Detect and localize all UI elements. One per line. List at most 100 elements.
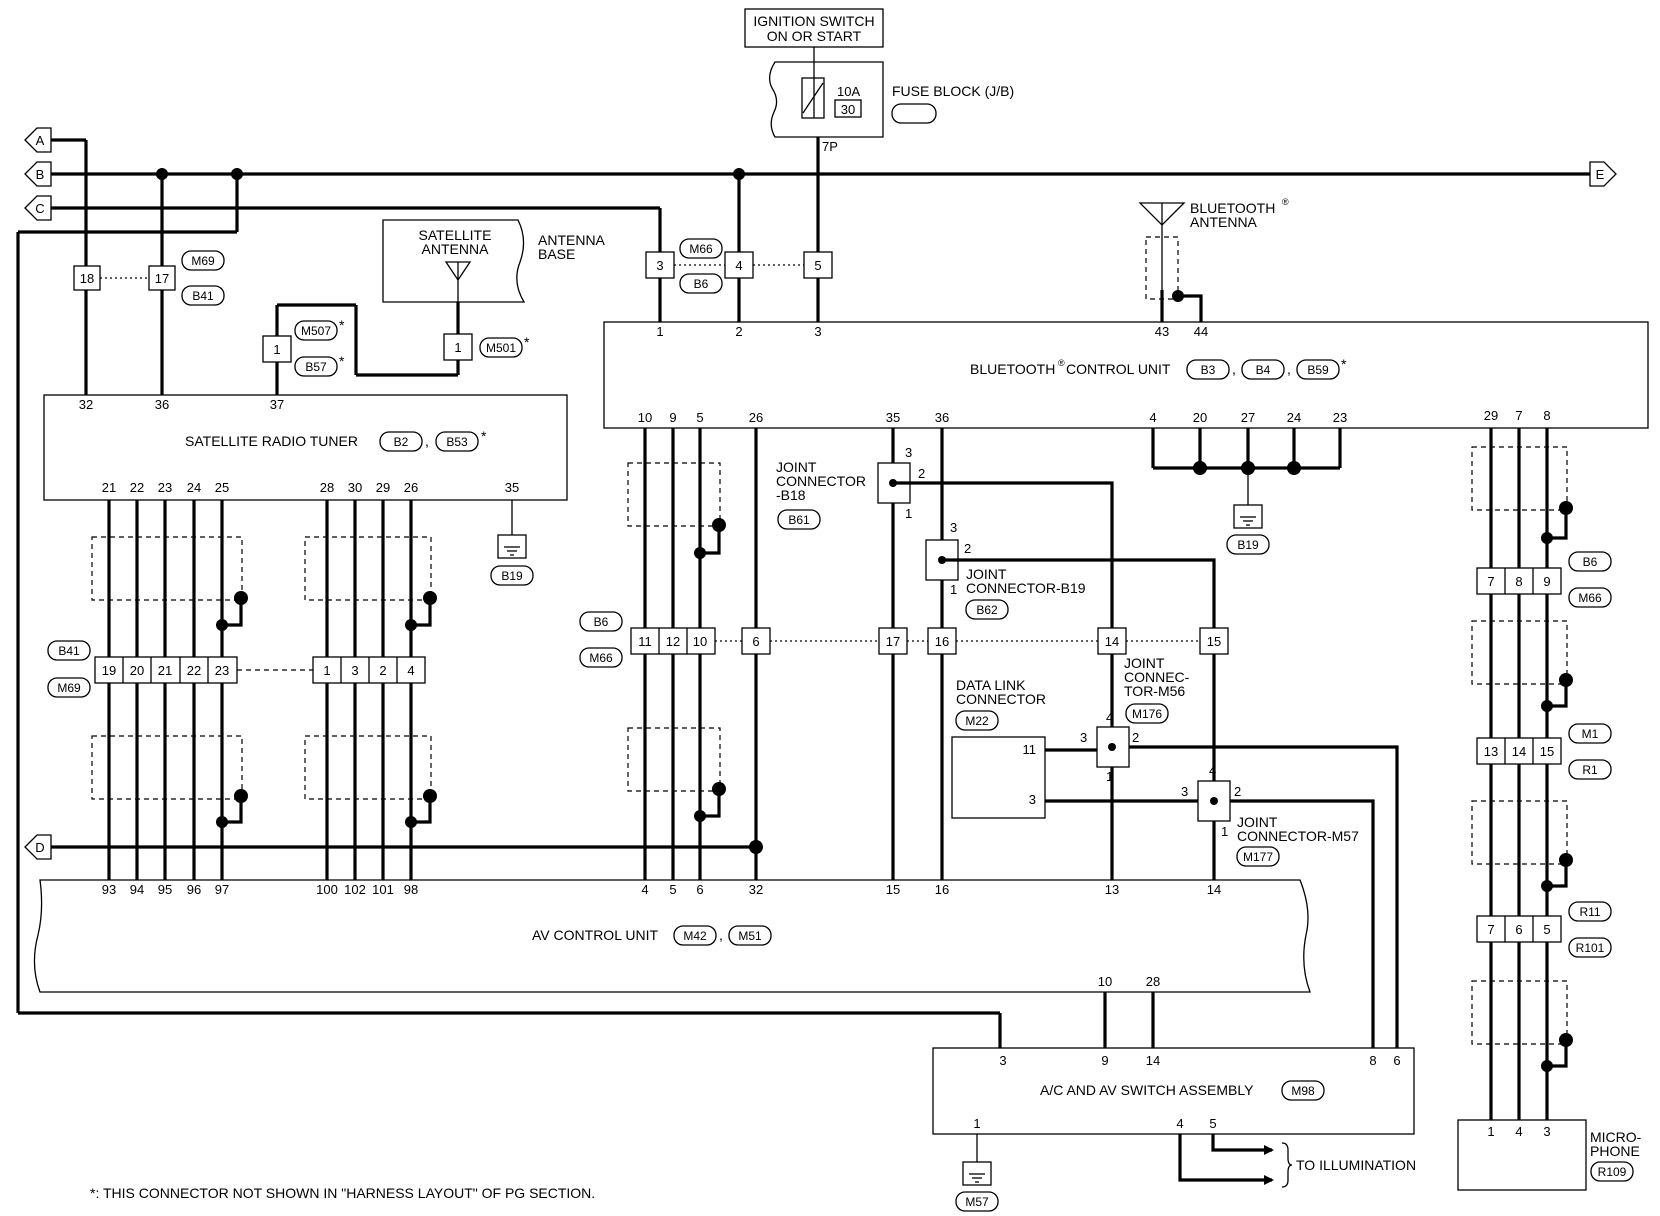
svg-text:B59: B59 [1307, 363, 1329, 377]
svg-text:R109: R109 [1598, 1165, 1627, 1179]
svg-text:98: 98 [404, 882, 418, 897]
svg-text:2: 2 [379, 663, 386, 678]
tuner-av-wires: 19 20 21 22 23 1 3 2 4 B41 M69 [47, 500, 437, 880]
svg-text:M501: M501 [486, 341, 516, 355]
svg-text:2: 2 [735, 324, 742, 339]
svg-text:JOINT: JOINT [1124, 655, 1165, 671]
svg-text:94: 94 [130, 882, 144, 897]
svg-text:3: 3 [656, 258, 663, 273]
svg-text:3: 3 [1181, 784, 1188, 799]
svg-text:7: 7 [1487, 922, 1494, 937]
svg-text:B41: B41 [58, 644, 80, 658]
svg-text:PHONE: PHONE [1590, 1143, 1640, 1159]
svg-text:B57: B57 [305, 360, 327, 374]
svg-text:27: 27 [1241, 410, 1255, 425]
svg-text:B61: B61 [788, 513, 810, 527]
svg-text:1: 1 [1106, 769, 1113, 784]
svg-text:29: 29 [1484, 408, 1498, 423]
svg-text:30: 30 [841, 102, 855, 117]
svg-text:24: 24 [1287, 410, 1301, 425]
svg-text:SATELLITE: SATELLITE [419, 227, 492, 243]
svg-text:A: A [36, 133, 45, 148]
svg-text:B6: B6 [594, 615, 609, 629]
svg-text:CONNECTOR-B19: CONNECTOR-B19 [966, 580, 1086, 596]
svg-text:28: 28 [1146, 974, 1160, 989]
svg-text:13: 13 [1105, 882, 1119, 897]
svg-text:E: E [1596, 167, 1605, 182]
svg-text:95: 95 [158, 882, 172, 897]
svg-text:3: 3 [814, 324, 821, 339]
svg-text:18: 18 [80, 271, 94, 286]
svg-text:BLUETOOTH: BLUETOOTH [970, 361, 1055, 377]
svg-text:B4: B4 [1256, 363, 1271, 377]
svg-text:M177: M177 [1243, 850, 1273, 864]
svg-text:*: * [1341, 356, 1347, 372]
svg-text:1: 1 [656, 324, 663, 339]
svg-text:B3: B3 [1201, 363, 1216, 377]
svg-text:44: 44 [1194, 324, 1208, 339]
svg-text:2: 2 [964, 541, 971, 556]
ac-av-switch-assembly: 3 9 14 8 6 A/C AND AV SWITCH ASSEMBLY M9… [932, 1047, 1415, 1135]
svg-text:3: 3 [1080, 730, 1087, 745]
svg-text:M22: M22 [965, 714, 989, 728]
svg-text:3: 3 [905, 445, 912, 460]
svg-text:20: 20 [130, 663, 144, 678]
svg-text:B41: B41 [192, 289, 214, 303]
svg-text:35: 35 [505, 480, 519, 495]
svg-text:3: 3 [950, 520, 957, 535]
svg-text:M507: M507 [301, 324, 331, 338]
svg-text:5: 5 [814, 258, 821, 273]
svg-text:M66: M66 [689, 242, 713, 256]
svg-text:*: * [481, 428, 487, 444]
svg-text:ANTENNA: ANTENNA [538, 232, 606, 248]
svg-text:B19: B19 [1237, 538, 1259, 552]
svg-text:DATA LINK: DATA LINK [956, 677, 1026, 693]
svg-text:15: 15 [1540, 744, 1554, 759]
svg-text:1: 1 [454, 340, 461, 355]
ignition-switch: IGNITION SWITCH ON OR START [744, 8, 884, 48]
svg-text:29: 29 [376, 480, 390, 495]
svg-text:M66: M66 [1578, 591, 1602, 605]
svg-text:22: 22 [130, 480, 144, 495]
svg-text:4: 4 [407, 663, 414, 678]
svg-text:*: * [339, 317, 345, 333]
svg-text:10: 10 [638, 410, 652, 425]
svg-text:ANTENNA: ANTENNA [1190, 214, 1258, 230]
svg-text:A/C AND AV SWITCH ASSEMBLY: A/C AND AV SWITCH ASSEMBLY [1040, 1082, 1254, 1098]
svg-text:*: * [339, 353, 345, 369]
svg-text:TO ILLUMINATION: TO ILLUMINATION [1296, 1157, 1416, 1173]
svg-text:ANTENNA: ANTENNA [422, 241, 490, 257]
svg-text:10: 10 [693, 634, 707, 649]
svg-text:26: 26 [749, 410, 763, 425]
svg-text:1: 1 [905, 506, 912, 521]
svg-text:96: 96 [187, 882, 201, 897]
bluetooth-antenna: BLUETOOTH ® ANTENNA [1138, 197, 1289, 322]
svg-text:R101: R101 [1576, 941, 1605, 955]
svg-text:5: 5 [696, 410, 703, 425]
svg-text:10A: 10A [837, 84, 860, 99]
microphone-wires: 7 8 9 B6 M66 13 14 15 M1 R1 7 6 5 R11 R1… [1471, 428, 1612, 1120]
svg-text:CONNECTOR: CONNECTOR [776, 473, 866, 489]
svg-text:4: 4 [641, 882, 648, 897]
svg-text:11: 11 [638, 634, 652, 649]
svg-text:24: 24 [187, 480, 201, 495]
svg-text:B19: B19 [501, 569, 523, 583]
svg-text:1: 1 [323, 663, 330, 678]
svg-text:43: 43 [1155, 324, 1169, 339]
svg-text:B6: B6 [1583, 555, 1598, 569]
av-control-unit: 93 94 95 96 97 100 102 101 98 4 5 6 32 1… [33, 879, 1311, 993]
svg-text:*: * [524, 334, 530, 350]
svg-text:ON OR START: ON OR START [767, 28, 862, 44]
svg-text:26: 26 [404, 480, 418, 495]
svg-text:AV CONTROL UNIT: AV CONTROL UNIT [532, 927, 658, 943]
svg-text:M51: M51 [738, 929, 762, 943]
svg-text:9: 9 [1543, 574, 1550, 589]
svg-text:11: 11 [1023, 742, 1037, 757]
svg-text:21: 21 [102, 480, 116, 495]
svg-text:32: 32 [749, 882, 763, 897]
svg-text:9: 9 [669, 410, 676, 425]
svg-text:4: 4 [1149, 410, 1156, 425]
svg-text:16: 16 [935, 634, 949, 649]
